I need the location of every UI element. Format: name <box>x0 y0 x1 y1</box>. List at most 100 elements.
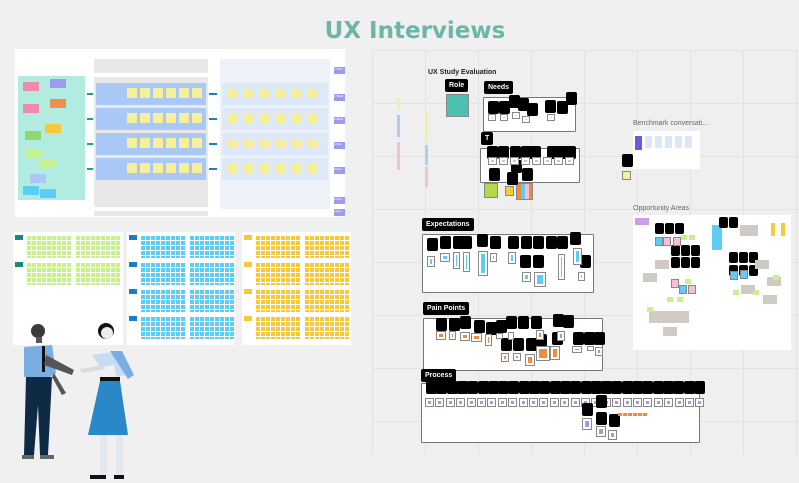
black-tag[interactable] <box>739 252 748 263</box>
black-tag[interactable] <box>526 338 537 351</box>
sticky-note[interactable] <box>153 163 163 173</box>
evidence-card[interactable] <box>685 398 694 407</box>
sticky-grid[interactable] <box>189 235 235 258</box>
benchmark-panel[interactable] <box>633 131 700 169</box>
evidence-card[interactable] <box>582 418 592 430</box>
evidence-card[interactable] <box>522 116 530 123</box>
evidence-card[interactable] <box>466 398 476 407</box>
evidence-card[interactable] <box>513 353 521 361</box>
evidence-card[interactable] <box>596 426 606 437</box>
black-tag[interactable] <box>498 381 510 394</box>
black-tag[interactable] <box>511 160 522 173</box>
black-tag[interactable] <box>683 381 695 394</box>
black-tag[interactable] <box>675 223 684 234</box>
black-tag[interactable] <box>553 314 564 327</box>
black-tag[interactable] <box>693 381 705 394</box>
black-tag[interactable] <box>426 381 437 394</box>
black-tag[interactable] <box>729 217 738 228</box>
opportunity-panel[interactable] <box>633 215 791 350</box>
sticky-note[interactable] <box>291 89 302 98</box>
yellow-card[interactable] <box>622 171 631 180</box>
role-card[interactable] <box>446 94 469 117</box>
evidence-card[interactable] <box>622 398 632 407</box>
sticky-grid[interactable] <box>255 235 301 258</box>
evidence-card[interactable] <box>653 398 663 407</box>
evidence-card[interactable] <box>547 114 555 121</box>
evidence-card[interactable] <box>557 331 565 341</box>
black-tag[interactable] <box>436 318 447 331</box>
evidence-card[interactable] <box>572 346 582 353</box>
sticky-note[interactable] <box>243 139 254 148</box>
black-tag[interactable] <box>573 332 584 345</box>
green-notes-board[interactable] <box>13 232 123 345</box>
evidence-card[interactable] <box>501 353 509 362</box>
sticky-grid[interactable] <box>140 235 186 258</box>
benchmark-title[interactable]: Benchmark conversati... <box>633 120 709 127</box>
black-tag[interactable] <box>518 381 530 394</box>
evidence-card[interactable] <box>525 354 535 366</box>
evidence-card[interactable] <box>570 398 580 407</box>
sticky-note[interactable] <box>275 89 286 98</box>
sticky-grid[interactable] <box>189 262 235 285</box>
evidence-card[interactable] <box>587 346 594 351</box>
row-tag[interactable]: 6 Run <box>334 197 345 204</box>
sticky-note[interactable] <box>40 159 56 168</box>
black-tag[interactable] <box>582 403 593 416</box>
black-tag[interactable] <box>489 168 500 181</box>
black-tag[interactable] <box>536 334 547 347</box>
black-tag[interactable] <box>456 381 468 394</box>
black-tag[interactable] <box>596 412 607 425</box>
evidence-card[interactable] <box>436 331 446 340</box>
sticky-note[interactable] <box>50 99 66 108</box>
sticky-note[interactable] <box>153 138 163 148</box>
black-tag[interactable] <box>501 338 512 351</box>
yellow-notes-board[interactable] <box>242 232 351 345</box>
black-tag[interactable] <box>652 381 664 394</box>
black-tag[interactable] <box>509 95 520 108</box>
black-tag[interactable] <box>622 154 633 167</box>
black-tag[interactable] <box>518 316 529 329</box>
evidence-card[interactable] <box>521 157 530 165</box>
black-tag[interactable] <box>642 381 654 394</box>
evidence-card[interactable] <box>612 398 622 407</box>
evidence-card[interactable] <box>518 398 528 407</box>
black-tag[interactable] <box>580 255 591 268</box>
black-tag[interactable] <box>671 257 680 268</box>
sticky-note[interactable] <box>179 88 189 98</box>
sticky-note[interactable] <box>259 164 270 173</box>
black-tag[interactable] <box>570 381 582 394</box>
sticky-note[interactable] <box>127 88 137 98</box>
black-tag[interactable] <box>662 381 674 394</box>
evidence-card[interactable] <box>449 331 456 340</box>
evidence-card[interactable] <box>671 279 679 288</box>
black-tag[interactable] <box>453 236 464 249</box>
sticky-note[interactable] <box>179 138 189 148</box>
evidence-card[interactable] <box>508 252 516 264</box>
evidence-card[interactable] <box>550 346 560 360</box>
evidence-card[interactable] <box>512 112 520 119</box>
sticky-grid[interactable] <box>304 289 350 312</box>
evidence-card[interactable] <box>508 332 514 340</box>
black-tag[interactable] <box>557 236 568 249</box>
yellow-card[interactable] <box>505 186 514 196</box>
sticky-note[interactable] <box>291 139 302 148</box>
black-tag[interactable] <box>673 381 685 394</box>
black-tag[interactable] <box>474 320 485 333</box>
evidence-card[interactable] <box>532 157 541 165</box>
black-tag[interactable] <box>507 172 518 185</box>
black-tag[interactable] <box>520 255 531 268</box>
black-tag[interactable] <box>546 236 557 249</box>
evidence-card[interactable] <box>427 256 435 267</box>
sticky-note[interactable] <box>307 89 318 98</box>
evidence-card[interactable] <box>688 285 696 294</box>
sticky-note[interactable] <box>140 113 150 123</box>
black-tag[interactable] <box>530 146 541 159</box>
evidence-card[interactable] <box>425 398 434 407</box>
black-tag[interactable] <box>609 414 620 427</box>
sticky-note[interactable] <box>23 186 39 195</box>
sticky-note[interactable] <box>307 139 318 148</box>
sticky-note[interactable] <box>30 174 46 183</box>
black-tag[interactable] <box>508 236 519 249</box>
evidence-card[interactable] <box>435 398 445 407</box>
sticky-note[interactable] <box>275 164 286 173</box>
